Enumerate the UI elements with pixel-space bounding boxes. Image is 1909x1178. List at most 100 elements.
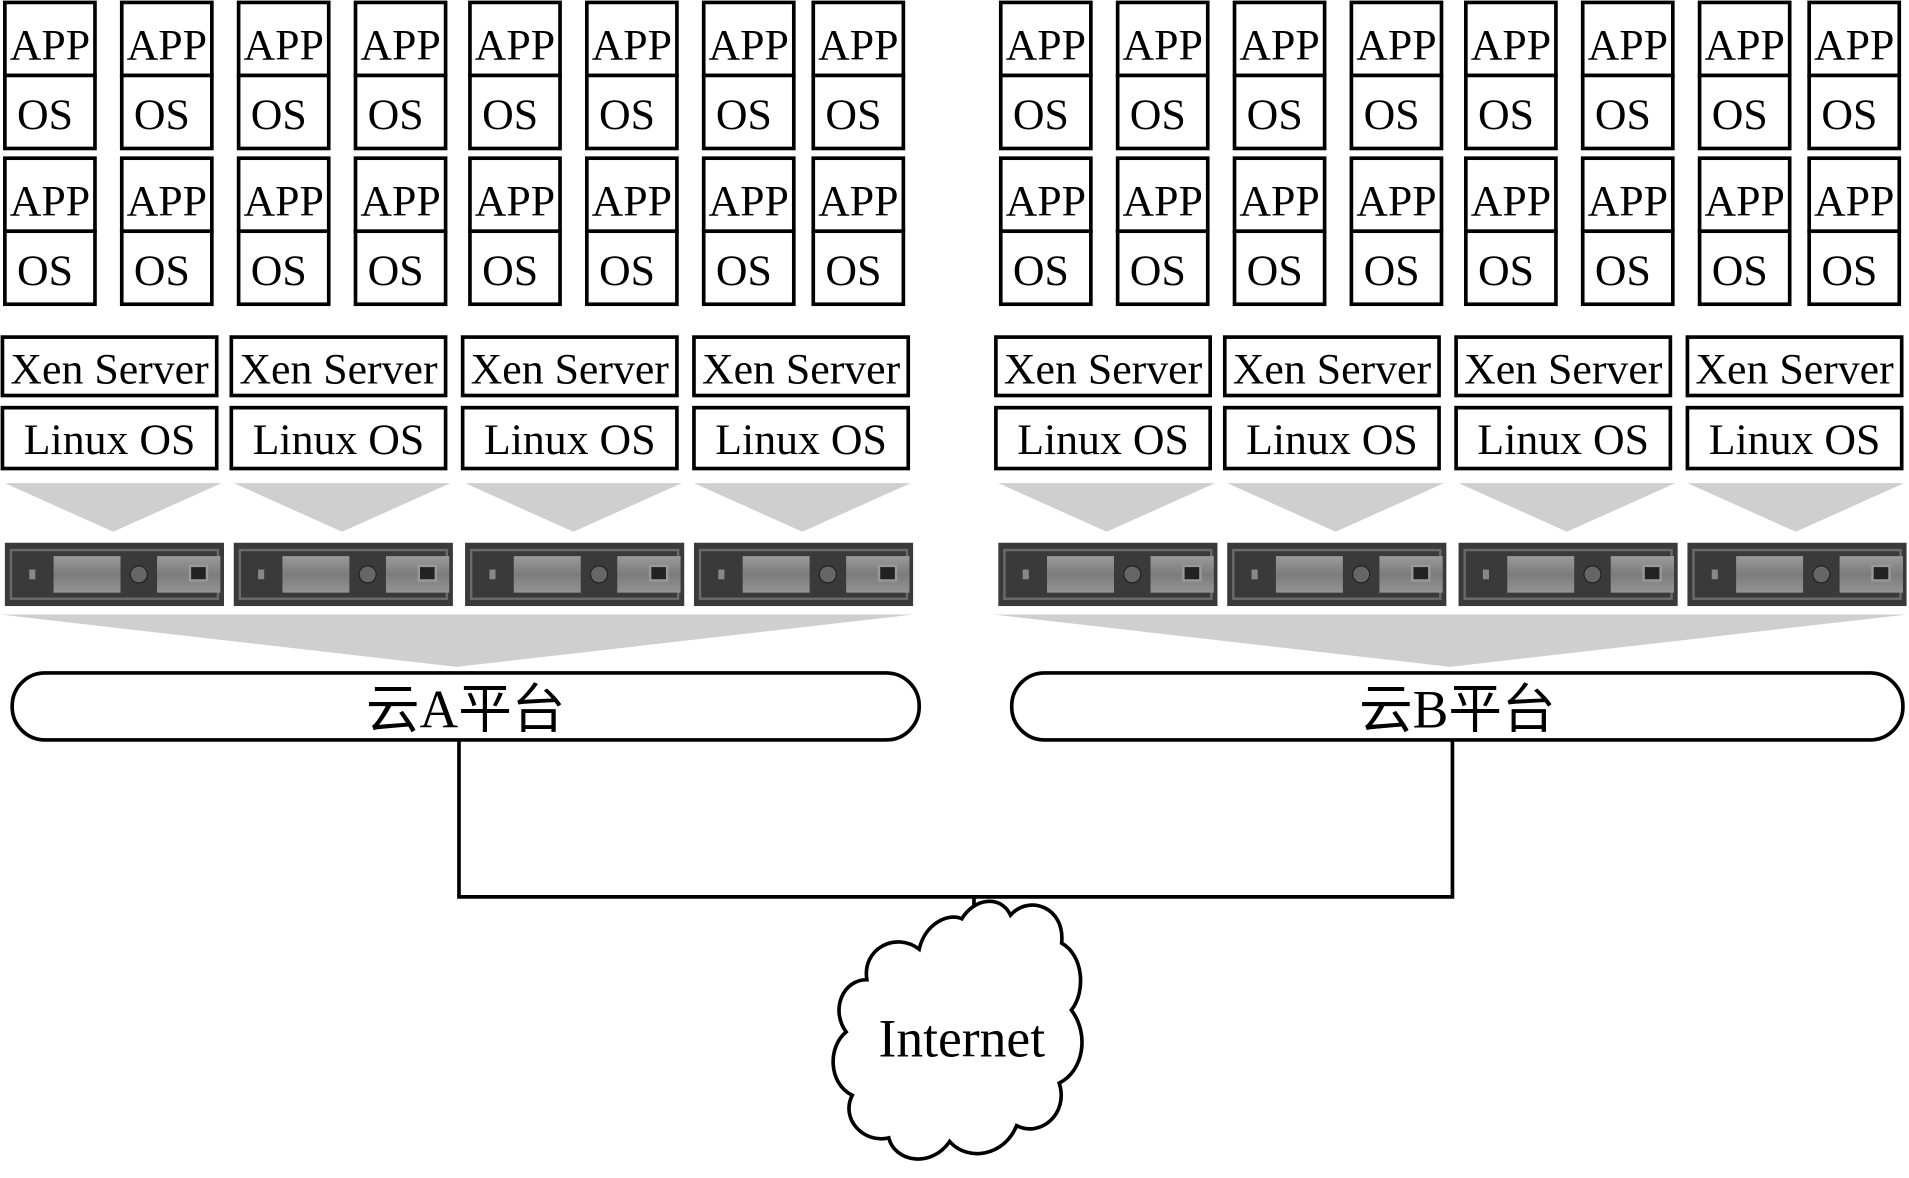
- os-label: OS: [599, 91, 655, 139]
- server-hardware-icon: [1687, 542, 1907, 607]
- app-label: APP: [1471, 22, 1551, 70]
- app-label: APP: [818, 177, 898, 225]
- app-label: APP: [709, 177, 789, 225]
- hypervisor-label: Xen Server: [1464, 345, 1663, 393]
- app-label: APP: [127, 177, 207, 225]
- hypervisor-box: [229, 335, 448, 398]
- funnel-arrow: [233, 483, 451, 532]
- app-label: APP: [1471, 177, 1551, 225]
- hypervisor-label: Xen Server: [1695, 345, 1894, 393]
- os-box: [1115, 73, 1210, 151]
- os-box: [701, 73, 796, 151]
- app-box: [701, 156, 796, 234]
- app-box: [1807, 0, 1902, 78]
- host-os-box: [229, 405, 448, 471]
- server-hardware-icon: [1227, 542, 1447, 607]
- app-label: APP: [360, 22, 440, 70]
- os-box: [998, 73, 1093, 151]
- funnel-arrow: [998, 483, 1216, 532]
- os-box: [1807, 73, 1902, 151]
- os-label: OS: [1013, 91, 1069, 139]
- os-box: [1464, 229, 1558, 307]
- os-box: [1464, 73, 1558, 151]
- app-label: APP: [243, 177, 323, 225]
- os-label: OS: [1821, 91, 1877, 139]
- os-label: OS: [17, 247, 73, 295]
- hypervisor-label: Xen Server: [1233, 345, 1432, 393]
- app-box: [584, 156, 679, 234]
- app-box: [1697, 0, 1792, 78]
- os-label: OS: [1595, 91, 1651, 139]
- link-cloud-b: [973, 739, 1455, 899]
- os-box: [1349, 73, 1444, 151]
- os-box: [1697, 229, 1792, 307]
- app-label: APP: [1356, 22, 1436, 70]
- host-os-label: Linux OS: [715, 416, 887, 464]
- app-label: APP: [1814, 177, 1894, 225]
- os-box: [119, 229, 214, 307]
- os-label: OS: [1013, 247, 1069, 295]
- os-label: OS: [251, 91, 307, 139]
- app-label: APP: [475, 22, 555, 70]
- link-cloud-a: [457, 739, 974, 899]
- app-label: APP: [475, 177, 555, 225]
- host-os-box: [1685, 405, 1904, 471]
- hypervisor-label: Xen Server: [1004, 345, 1203, 393]
- server-hardware-icon: [693, 542, 914, 607]
- host-os-label: Linux OS: [253, 416, 425, 464]
- os-label: OS: [1478, 91, 1534, 139]
- app-label: APP: [1122, 22, 1202, 70]
- platform-bar: [10, 671, 922, 742]
- os-box: [1807, 229, 1902, 307]
- os-box: [1349, 229, 1444, 307]
- server-hardware-icon: [1458, 542, 1678, 607]
- hypervisor-box: [0, 335, 219, 398]
- funnel-arrow: [1227, 483, 1444, 532]
- os-label: OS: [1247, 91, 1303, 139]
- app-label: APP: [1814, 22, 1894, 70]
- os-label: OS: [368, 247, 424, 295]
- virtual-machine: APP OS: [1807, 0, 1902, 151]
- hypervisor-box: [692, 335, 911, 398]
- os-label: OS: [134, 91, 190, 139]
- os-label: OS: [825, 91, 881, 139]
- network-links: [457, 739, 1455, 916]
- app-label: APP: [1239, 22, 1319, 70]
- host-os-label: Linux OS: [1017, 416, 1189, 464]
- app-box: [1464, 0, 1558, 78]
- os-label: OS: [825, 247, 881, 295]
- os-box: [1232, 73, 1327, 151]
- app-box: [1349, 156, 1444, 234]
- virtual-machine: APP OS: [236, 0, 331, 151]
- host-os-box: [1222, 405, 1441, 471]
- platform-funnel: [993, 614, 1907, 667]
- os-label: OS: [599, 247, 655, 295]
- hypervisor-box: [1454, 335, 1673, 398]
- os-box: [998, 229, 1093, 307]
- funnel-arrow: [4, 483, 222, 532]
- app-label: APP: [243, 22, 323, 70]
- funnel-arrow: [693, 483, 911, 532]
- os-label: OS: [1364, 91, 1420, 139]
- app-label: APP: [1356, 177, 1436, 225]
- app-label: APP: [592, 177, 672, 225]
- os-box: [811, 73, 906, 151]
- app-label: APP: [1588, 22, 1668, 70]
